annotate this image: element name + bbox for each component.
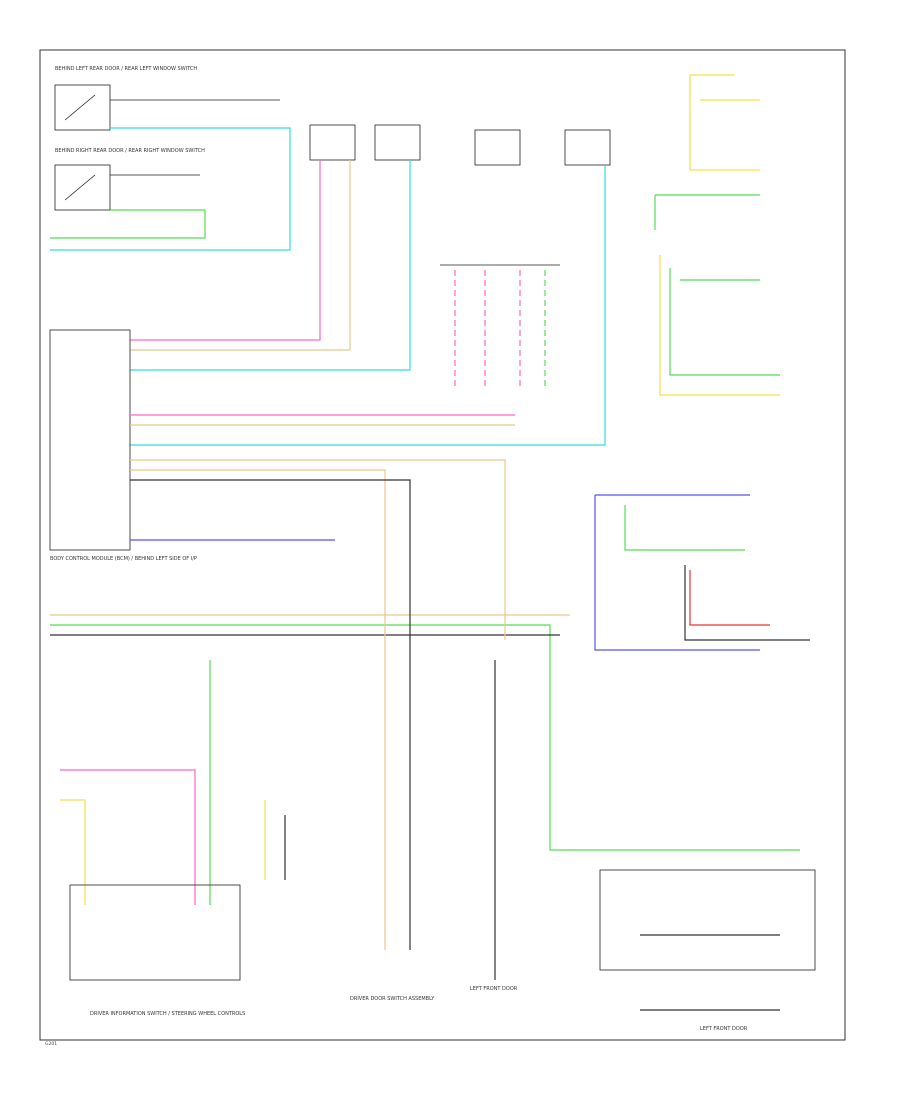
left-front-door-module-caption: LEFT FRONT DOOR — [700, 1026, 748, 1032]
wire-tan-long — [130, 469, 386, 950]
driver-info-caption: DRIVER INFORMATION SWITCH / STEERING WHE… — [90, 1011, 245, 1017]
right-top-switch-group — [654, 74, 780, 396]
bcm-label: BODY CONTROL MODULE (BCM) / BEHIND LEFT … — [50, 556, 197, 562]
wire-cyan-right — [130, 165, 606, 446]
rear-left-window-switch: BEHIND LEFT REAR DOOR / REAR LEFT WINDOW… — [54, 66, 290, 131]
left-front-door-caption: LEFT FRONT DOOR — [470, 986, 518, 992]
driver-door-switch: DRIVER DOOR SWITCH ASSEMBLY LEFT FRONT D… — [264, 800, 518, 1002]
wire-green-left — [50, 209, 206, 239]
rear-left-switch-label: BEHIND LEFT REAR DOOR / REAR LEFT WINDOW… — [55, 66, 197, 72]
diagram-frame — [39, 49, 846, 1041]
wire-cyan-vertical — [130, 160, 411, 371]
right-mid-switch-group — [594, 494, 810, 651]
wire-tan-drop — [130, 459, 506, 640]
driver-info-switch: DRIVER INFORMATION SWITCH / STEERING WHE… — [60, 660, 245, 1017]
driver-door-caption: DRIVER DOOR SWITCH ASSEMBLY — [350, 996, 435, 1002]
wire-cyan-top-left — [50, 127, 291, 251]
center-splice-area — [440, 264, 560, 390]
wire-tan-vertical — [130, 160, 351, 351]
left-front-door-module: LEFT FRONT DOOR — [599, 869, 816, 1032]
wire-black-long — [130, 479, 411, 950]
wire-green-low — [50, 624, 800, 851]
corner-mark: G201 — [45, 1041, 57, 1047]
top-components — [309, 124, 611, 166]
rear-right-window-switch: BEHIND RIGHT REAR DOOR / REAR RIGHT WIND… — [54, 148, 205, 211]
wire-pink-vertical — [130, 160, 321, 341]
rear-right-switch-label: BEHIND RIGHT REAR DOOR / REAR RIGHT WIND… — [55, 148, 205, 154]
body-control-module: BODY CONTROL MODULE (BCM) / BEHIND LEFT … — [49, 329, 197, 562]
